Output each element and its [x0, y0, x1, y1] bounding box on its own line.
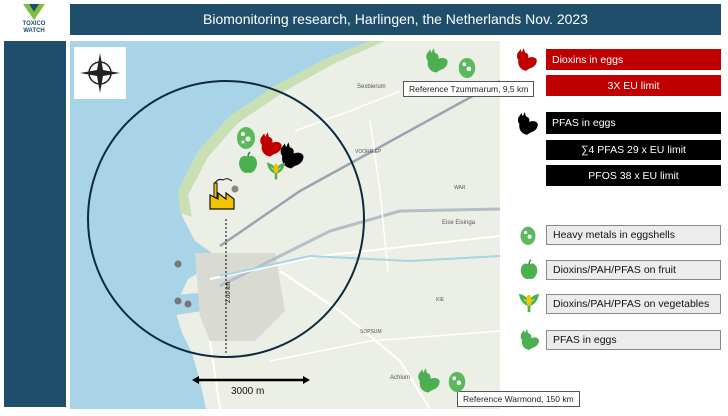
legend-eggshell-icon [520, 226, 536, 245]
label-vooriep: VOORRIEP [355, 149, 382, 155]
scale-label: 3000 m [231, 386, 265, 397]
harbor-water [165, 293, 202, 316]
logo-text-line1: TOXICO [22, 21, 46, 27]
label-sopsum: SOPSUM [360, 329, 382, 335]
road-local-3 [369, 120, 389, 272]
road-a31 [219, 207, 501, 288]
legend-heavy-metals: Heavy metals in eggshells [546, 225, 721, 245]
sea-area [70, 41, 370, 409]
legend-apple-icon [520, 259, 538, 280]
green-chicken-icon-reference1 [426, 48, 448, 73]
logo-v-icon [23, 4, 45, 20]
legend-dioxins-limit: 3X EU limit [546, 75, 721, 96]
legend-pfos: PFOS 38 x EU limit [546, 165, 721, 186]
vegetable-icon [266, 162, 286, 180]
eggshell-icon [237, 127, 255, 149]
page-title: Biomonitoring research, Harlingen, the N… [203, 11, 588, 27]
legend-black-chicken-icon [517, 112, 538, 135]
legend-fruit: Dioxins/PAH/PFAS on fruit [546, 260, 721, 280]
toxicowatch-logo: TOXICO WATCH [4, 2, 64, 36]
legend-vegetable-icon [518, 293, 540, 313]
canal [219, 254, 501, 277]
road-n393 [219, 79, 501, 248]
label-eise: Eise Eisinga [442, 220, 476, 226]
road-local-5 [294, 90, 401, 132]
title-bar: Biomonitoring research, Harlingen, the N… [70, 4, 721, 35]
reference-warmond-label: Reference Warmond, 150 km [457, 391, 580, 407]
road-local-2 [279, 270, 431, 410]
radius-circle [87, 80, 365, 358]
legend-dioxins-title: Dioxins in eggs [546, 49, 721, 70]
compass-rose-icon [80, 53, 120, 93]
apple-icon [239, 151, 257, 173]
scale-arrow-right [303, 376, 310, 384]
map[interactable]: Sexbierum VOORRIEP WAR Eise Eisinga KIE … [70, 41, 580, 410]
road-local-4 [269, 330, 501, 362]
left-band [4, 41, 66, 407]
legend-red-chicken-icon [516, 48, 537, 71]
label-distance: 2.00 km [226, 282, 232, 303]
logo-text-line2: WATCH [23, 28, 45, 34]
compass [74, 47, 126, 99]
eggshell-icon-reference2 [448, 371, 466, 392]
black-chicken-icon [280, 142, 304, 169]
label-achlum: Achlum [390, 375, 410, 381]
label-sexbierum: Sexbierum [357, 84, 386, 90]
town-area [195, 253, 285, 341]
legend-vegetables: Dioxins/PAH/PFAS on vegetables [546, 294, 721, 314]
factory-icon [209, 178, 235, 210]
map-canvas: Sexbierum VOORRIEP WAR Eise Eisinga KIE … [70, 41, 501, 410]
dike-green [178, 41, 385, 217]
green-chicken-icon-reference2 [418, 368, 440, 393]
label-war: WAR [454, 185, 466, 191]
legend-pfas-sum4: ∑4 PFAS 29 x EU limit [546, 140, 721, 160]
legend-pfas-green: PFAS in eggs [546, 330, 721, 350]
legend-green-chicken-icon [520, 329, 539, 350]
reference-tzummarum-label: Reference Tzummarum, 9,5 km [403, 81, 535, 97]
scale-arrow-left [192, 376, 199, 384]
road-local-6 [209, 340, 221, 410]
red-chicken-icon [260, 132, 282, 157]
map-pin-icon [174, 185, 239, 308]
legend-pfas-title: PFAS in eggs [546, 112, 721, 134]
label-kie: KIE [436, 297, 445, 303]
eggshell-icon-reference1 [458, 57, 476, 78]
